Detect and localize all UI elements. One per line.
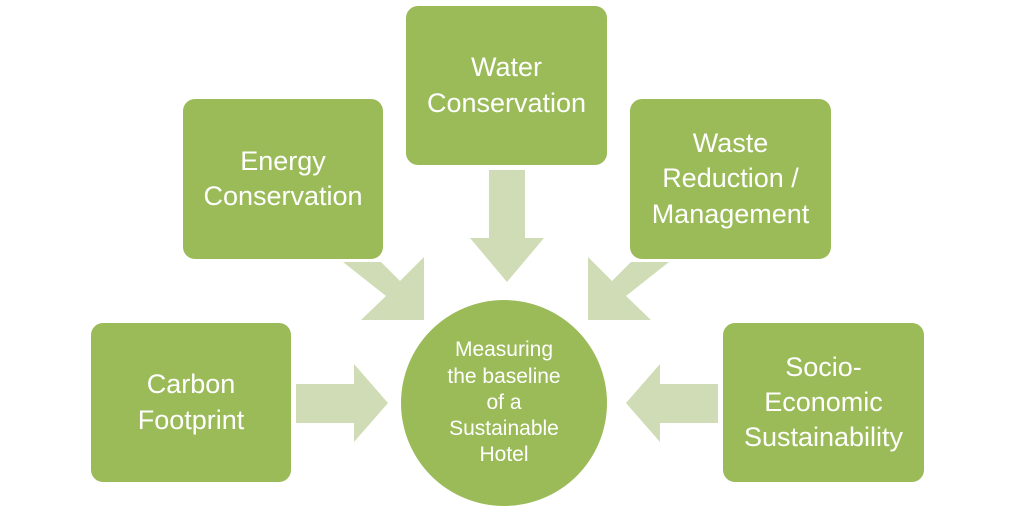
node-water-conservation: Water Conservation	[406, 6, 607, 165]
arrow-waste-to-center	[588, 257, 669, 320]
node-waste-reduction: Waste Reduction / Management	[630, 99, 831, 259]
node-label: Socio- Economic Sustainability	[743, 351, 904, 453]
node-label: Energy Conservation	[203, 145, 363, 211]
node-carbon-footprint: Carbon Footprint	[91, 323, 291, 482]
node-label: Carbon Footprint	[137, 369, 245, 435]
node-label: Waste Reduction / Management	[651, 128, 810, 229]
center-label: Measuring the baseline of a Sustainable …	[447, 338, 561, 467]
node-label: Water Conservation	[426, 52, 587, 118]
arrow-water-to-center	[470, 170, 544, 282]
node-socio-economic: Socio- Economic Sustainability	[723, 323, 924, 482]
arrow-socio-to-center	[626, 364, 718, 442]
center-node: Measuring the baseline of a Sustainable …	[401, 300, 607, 506]
node-energy-conservation: Energy Conservation	[183, 99, 383, 259]
arrow-carbon-to-center	[296, 364, 388, 442]
arrow-energy-to-center	[343, 257, 424, 320]
